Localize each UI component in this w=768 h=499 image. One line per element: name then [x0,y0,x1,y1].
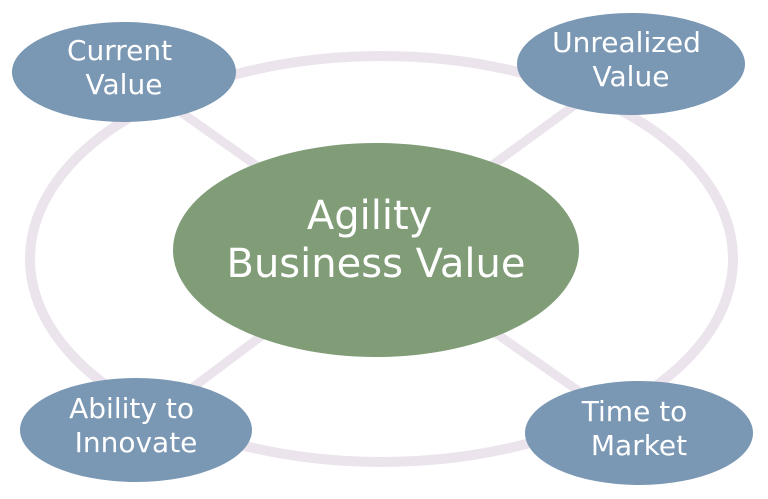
node-current-value-label: Current Value [67,34,181,101]
node-unrealized-value-label: Unrealized Value [552,26,710,93]
outer-ring-ellipse [25,51,738,467]
node-unrealized-value-ellipse [517,13,745,115]
node-ability-to-innovate-label-line2: Innovate [75,426,198,459]
node-ability-to-innovate-label: Ability to Innovate [69,392,203,459]
node-time-to-market-label-line2: Market [591,429,687,462]
node-time-to-market: Time to Market [525,381,753,485]
node-ability-to-innovate-ellipse [20,378,252,482]
center-node: Agility Business Value [173,143,579,357]
node-ability-to-innovate: Ability to Innovate [20,378,252,482]
node-ability-to-innovate-label-line1: Ability to [69,392,194,425]
node-current-value-label-line2: Value [86,68,163,101]
node-time-to-market-label: Time to Market [581,395,696,462]
center-node-ellipse [173,143,579,357]
center-node-label-line2: Business Value [227,241,526,287]
center-node-label-line1: Agility [307,193,432,239]
node-current-value-label-line1: Current [67,34,172,67]
node-time-to-market-ellipse [525,381,753,485]
center-node-label: Agility Business Value [227,193,526,287]
node-time-to-market-label-line1: Time to [581,395,688,428]
node-current-value-ellipse [12,22,236,122]
node-unrealized-value-label-line1: Unrealized [552,26,701,59]
node-unrealized-value-label-line2: Value [593,60,670,93]
node-unrealized-value: Unrealized Value [517,13,745,115]
node-current-value: Current Value [12,22,236,122]
